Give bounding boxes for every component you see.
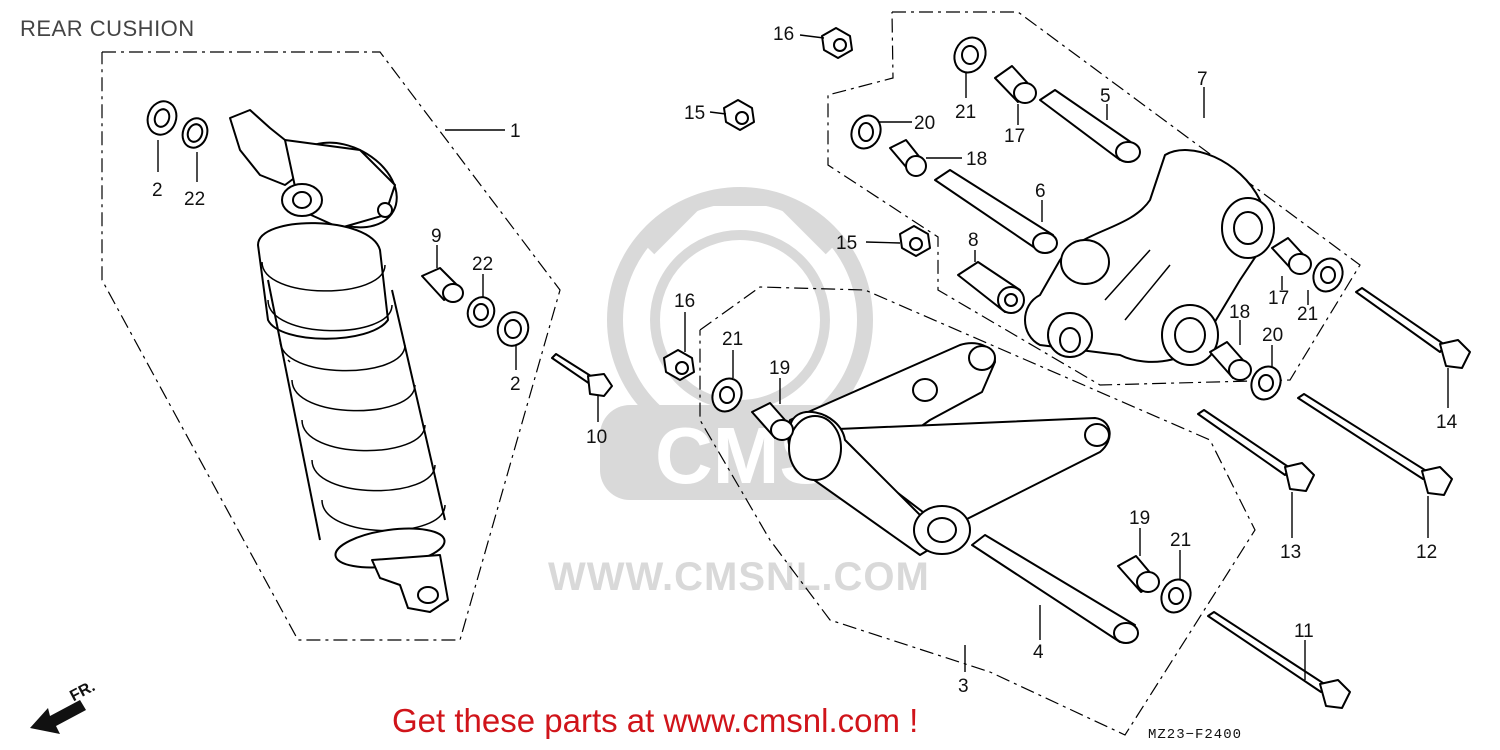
callout-21: 21 — [1170, 530, 1191, 551]
watermark-url: WWW.CMSNL.COM — [548, 555, 930, 599]
callout-2: 2 — [510, 374, 521, 395]
bearing-19-left — [751, 402, 794, 441]
page-title: REAR CUSHION — [20, 16, 195, 41]
diagram-code: MZ23−F2400 — [1148, 727, 1243, 743]
nut-15-mid — [899, 225, 931, 257]
washer-22-top — [181, 117, 209, 149]
callout-4: 4 — [1033, 642, 1044, 663]
front-direction-arrow-icon — [30, 700, 86, 734]
callout-3: 3 — [958, 676, 969, 697]
bearing-18-top — [889, 139, 927, 177]
seal-21-right — [1312, 257, 1344, 293]
callout-21: 21 — [955, 102, 976, 123]
seal-21-lower — [711, 377, 743, 413]
callout-8: 8 — [968, 230, 979, 251]
callout-22: 22 — [472, 254, 493, 275]
callout-16: 16 — [773, 24, 794, 45]
seal-2-mid — [496, 311, 530, 347]
watermark: CMS WWW.CMSNL.COM — [548, 187, 930, 599]
callout-21: 21 — [722, 329, 743, 350]
pivot-shaft-6 — [934, 169, 1058, 254]
callout-14: 14 — [1436, 412, 1458, 433]
bolt-11 — [1207, 611, 1351, 709]
cushion-arm — [1024, 149, 1275, 366]
callout-7: 7 — [1197, 69, 1208, 90]
bearing-17-top — [994, 65, 1037, 104]
callout-12: 12 — [1416, 542, 1437, 563]
shock-absorber — [229, 109, 449, 613]
nut-16-top — [821, 27, 853, 59]
connecting-rod — [787, 342, 1111, 556]
callout-18: 18 — [1229, 302, 1250, 323]
seal-20-top — [850, 114, 882, 150]
nut-15-top — [723, 99, 755, 131]
bolt-12 — [1297, 393, 1453, 496]
callout-9: 9 — [431, 226, 442, 247]
callout-19: 19 — [1129, 508, 1150, 529]
collar-8 — [957, 261, 1025, 314]
callout-20: 20 — [914, 113, 935, 134]
seal-20-lower — [1250, 365, 1282, 401]
leader-lines — [157, 34, 1449, 680]
washer-22-mid — [466, 296, 496, 328]
callout-20: 20 — [1262, 325, 1283, 346]
pivot-shaft-4 — [971, 534, 1139, 644]
callout-1: 1 — [510, 121, 521, 142]
callout-10: 10 — [586, 427, 607, 448]
seal-21-lower-right — [1160, 578, 1192, 614]
callout-5: 5 — [1100, 86, 1111, 107]
bolt-14 — [1355, 287, 1471, 369]
callout-16: 16 — [674, 291, 695, 312]
callout-21: 21 — [1297, 304, 1318, 325]
bearing-17-right — [1271, 237, 1312, 275]
bearing-19-right — [1117, 555, 1160, 593]
callout-15: 15 — [684, 103, 705, 124]
callout-11: 11 — [1294, 621, 1314, 642]
callout-13: 13 — [1280, 542, 1301, 563]
promo-link-text[interactable]: Get these parts at www.cmsnl.com ! — [392, 702, 919, 739]
callout-6: 6 — [1035, 181, 1046, 202]
callout-2: 2 — [152, 180, 163, 201]
seal-21-top — [953, 36, 987, 74]
callout-17: 17 — [1004, 126, 1025, 147]
bearing-18-lower — [1209, 341, 1252, 381]
nut-16-lower — [663, 349, 695, 381]
callout-18: 18 — [966, 149, 987, 170]
pivot-shaft-5 — [1039, 89, 1141, 163]
seal-2-top — [146, 100, 178, 136]
collar-9 — [421, 267, 464, 303]
callout-17: 17 — [1268, 288, 1289, 309]
callout-numbers: 1 2 22 2 22 9 10 16 15 20 21 17 5 7 18 6… — [152, 24, 1458, 697]
callout-15: 15 — [836, 233, 857, 254]
callout-19: 19 — [769, 358, 790, 379]
bolt-10 — [551, 353, 613, 397]
bolt-13 — [1197, 409, 1315, 492]
callout-22: 22 — [184, 189, 205, 210]
